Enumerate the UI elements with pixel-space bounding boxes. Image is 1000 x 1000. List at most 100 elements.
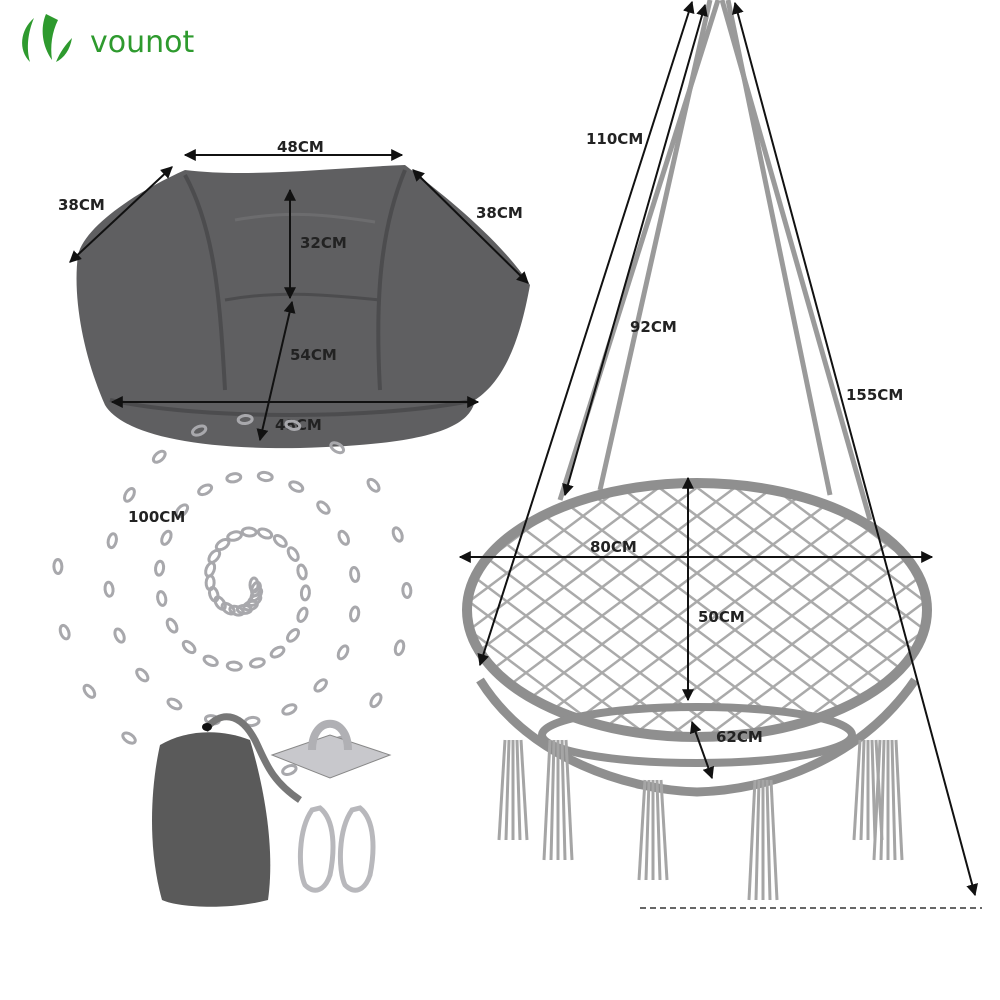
depth-label: 50CM — [698, 608, 745, 626]
fringe-tassel — [542, 739, 552, 861]
chain-link — [160, 529, 173, 546]
chain-link — [286, 546, 300, 562]
cushion — [76, 165, 531, 449]
cushion-top-width-label: 48CM — [277, 138, 324, 156]
chain-link — [393, 639, 406, 657]
chain — [52, 413, 413, 785]
cushion-right-side-label: 38CM — [476, 204, 523, 222]
storage-bag — [152, 713, 302, 907]
chain-link — [202, 654, 219, 667]
fringe-tassel — [659, 779, 669, 881]
mounting-plate — [270, 719, 392, 779]
chain-link — [349, 566, 361, 583]
chain-link — [391, 526, 404, 543]
chain-link — [337, 529, 351, 546]
fringe-tassel — [637, 779, 647, 881]
fringe-tassel — [497, 739, 507, 841]
fringe-tassel — [754, 779, 761, 901]
cushion-dimension-lines — [69, 149, 529, 442]
chain-link — [296, 606, 309, 623]
chain-link — [256, 527, 274, 540]
chain-link — [204, 561, 217, 578]
chain-link — [52, 557, 64, 575]
fringe-tassel — [747, 779, 757, 901]
net-strand — [876, 485, 925, 735]
fringe-tassel — [655, 779, 662, 881]
chain-link — [181, 639, 197, 655]
chain-link — [174, 503, 190, 518]
chain-link — [135, 667, 150, 683]
chain-link — [284, 419, 302, 431]
chain-link — [349, 605, 361, 623]
chain-link — [123, 486, 136, 503]
cushion-back-height-label: 32CM — [300, 234, 347, 252]
chain-link — [366, 477, 381, 493]
chain-link — [240, 526, 258, 538]
chain-link — [151, 449, 167, 464]
chain-link — [281, 763, 298, 776]
fringe-tassel — [852, 739, 862, 841]
chain-link — [197, 483, 214, 497]
fringe-tassel — [890, 739, 897, 861]
rope-length-label: 110CM — [586, 130, 643, 148]
chain-link — [228, 604, 245, 617]
chain-link — [401, 581, 413, 599]
fringe-tassel — [765, 779, 772, 901]
chain-link — [288, 480, 305, 493]
fringe-tassel — [879, 739, 886, 861]
chain-link — [58, 623, 71, 641]
chain-link — [248, 657, 266, 669]
swing-dimension-lines — [458, 0, 982, 909]
fringe-tassel — [549, 739, 556, 861]
fringe-tassel — [504, 739, 511, 841]
cushion-left-side-label: 38CM — [58, 196, 105, 214]
chain-link — [329, 441, 346, 455]
chain-link — [272, 534, 288, 548]
chain-link — [269, 645, 286, 659]
diameter-label: 80CM — [590, 538, 637, 556]
fringe-tassel — [564, 739, 574, 861]
fringe-tassel — [644, 779, 651, 881]
cushion-seat-depth-label: 54CM — [290, 346, 337, 364]
chain-link — [106, 532, 118, 550]
net-strand — [953, 480, 1000, 780]
chain-link — [213, 595, 227, 611]
total-height-label: 155CM — [846, 386, 903, 404]
net-strand — [876, 485, 925, 735]
chain-link — [166, 697, 183, 711]
fringe-tassel — [769, 779, 779, 901]
chain-length-label: 100CM — [128, 508, 185, 526]
chain-link — [299, 584, 311, 602]
net-strand — [800, 485, 925, 735]
net-strand — [953, 480, 1000, 780]
seat-label: 62CM — [716, 728, 763, 746]
chain-link — [285, 627, 301, 643]
chain-link — [121, 731, 137, 745]
chain-link — [256, 470, 274, 483]
chain-link — [156, 590, 168, 607]
net-strand — [41, 480, 441, 780]
chain-link — [103, 580, 115, 598]
fringe-tassel — [859, 739, 866, 841]
chain-link — [225, 472, 243, 484]
carabiners — [297, 805, 376, 893]
chain-link — [316, 500, 331, 515]
net-strand — [800, 485, 925, 735]
chain-link — [154, 559, 166, 577]
fringe-tassel — [560, 739, 567, 861]
vounot-logo: vounot — [22, 14, 194, 62]
chain-link — [236, 413, 254, 426]
chain-link — [225, 660, 243, 672]
chain-link — [220, 601, 236, 616]
inner-rope-label: 92CM — [630, 318, 677, 336]
chain-link — [82, 683, 97, 699]
chain-link — [296, 563, 308, 581]
net-strand — [41, 480, 441, 780]
chain-link — [313, 678, 328, 693]
chain-link — [113, 627, 126, 644]
chain-link — [165, 617, 179, 634]
fringe-tassel — [519, 739, 529, 841]
fringe-tassel — [515, 739, 522, 841]
chain-link — [226, 530, 243, 542]
